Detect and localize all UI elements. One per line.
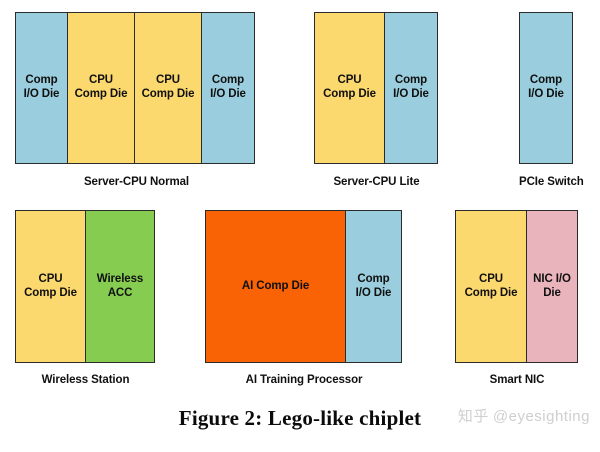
cpu-comp-die[interactable]: CPU Comp Die	[134, 12, 202, 164]
comp-io-die[interactable]: Comp I/O Die	[384, 12, 438, 164]
die-label: Wireless ACC	[96, 272, 144, 299]
watermark-handle: @eyesighting	[492, 408, 590, 425]
cpu-comp-die[interactable]: CPU Comp Die	[314, 12, 385, 164]
die-label: Comp I/O Die	[528, 74, 564, 100]
cpu-comp-die[interactable]: CPU Comp Die	[455, 210, 527, 363]
comp-io-die[interactable]: Comp I/O Die	[201, 12, 255, 164]
watermark: 知乎@eyesighting	[458, 405, 590, 426]
comp-io-die[interactable]: Comp I/O Die	[15, 12, 68, 164]
die-label: CPU Comp Die	[464, 272, 518, 299]
die-label: Comp I/O Die	[210, 74, 246, 100]
comp-io-die[interactable]: Comp I/O Die	[345, 210, 402, 363]
comp-io-die[interactable]: Comp I/O Die	[519, 12, 573, 164]
caption-pcie-switch: PCIe Switch	[519, 176, 584, 188]
package-smart-nic[interactable]: CPU Comp Die NIC I/O Die	[455, 210, 579, 363]
die-label: CPU Comp Die	[323, 74, 376, 100]
die-label: CPU Comp Die	[141, 74, 195, 100]
caption-ai-training-processor: AI Training Processor	[245, 374, 363, 386]
die-label: Comp I/O Die	[355, 272, 392, 299]
watermark-logo: 知乎	[457, 408, 489, 425]
caption-smart-nic: Smart NIC	[489, 374, 545, 386]
die-label: Comp I/O Die	[393, 74, 429, 100]
package-server-cpu-lite[interactable]: CPU Comp Die Comp I/O Die	[314, 12, 439, 164]
figure-caption: Figure 2: Lego-like chiplet	[178, 406, 422, 430]
wireless-acc-die[interactable]: Wireless ACC	[85, 210, 155, 363]
caption-server-cpu-lite: Server-CPU Lite	[333, 176, 420, 188]
die-label: CPU Comp Die	[24, 272, 77, 299]
package-wireless-station[interactable]: CPU Comp Die Wireless ACC	[15, 210, 156, 363]
caption-wireless-station: Wireless Station	[41, 374, 130, 386]
ai-comp-die[interactable]: AI Comp Die	[205, 210, 346, 363]
caption-server-cpu-normal: Server-CPU Normal	[83, 176, 190, 188]
die-label: AI Comp Die	[241, 279, 310, 292]
package-ai-training-processor[interactable]: AI Comp Die Comp I/O Die	[205, 210, 403, 363]
cpu-comp-die[interactable]: CPU Comp Die	[67, 12, 135, 164]
die-label: NIC I/O Die	[533, 272, 571, 299]
die-label: Comp I/O Die	[23, 74, 60, 100]
die-label: CPU Comp Die	[74, 74, 128, 100]
package-server-cpu-normal[interactable]: Comp I/O Die CPU Comp Die CPU Comp Die Comp…	[15, 12, 258, 164]
package-pcie-switch[interactable]: Comp I/O Die	[519, 12, 573, 164]
nic-io-die[interactable]: NIC I/O Die	[526, 210, 578, 363]
cpu-comp-die[interactable]: CPU Comp Die	[15, 210, 86, 363]
